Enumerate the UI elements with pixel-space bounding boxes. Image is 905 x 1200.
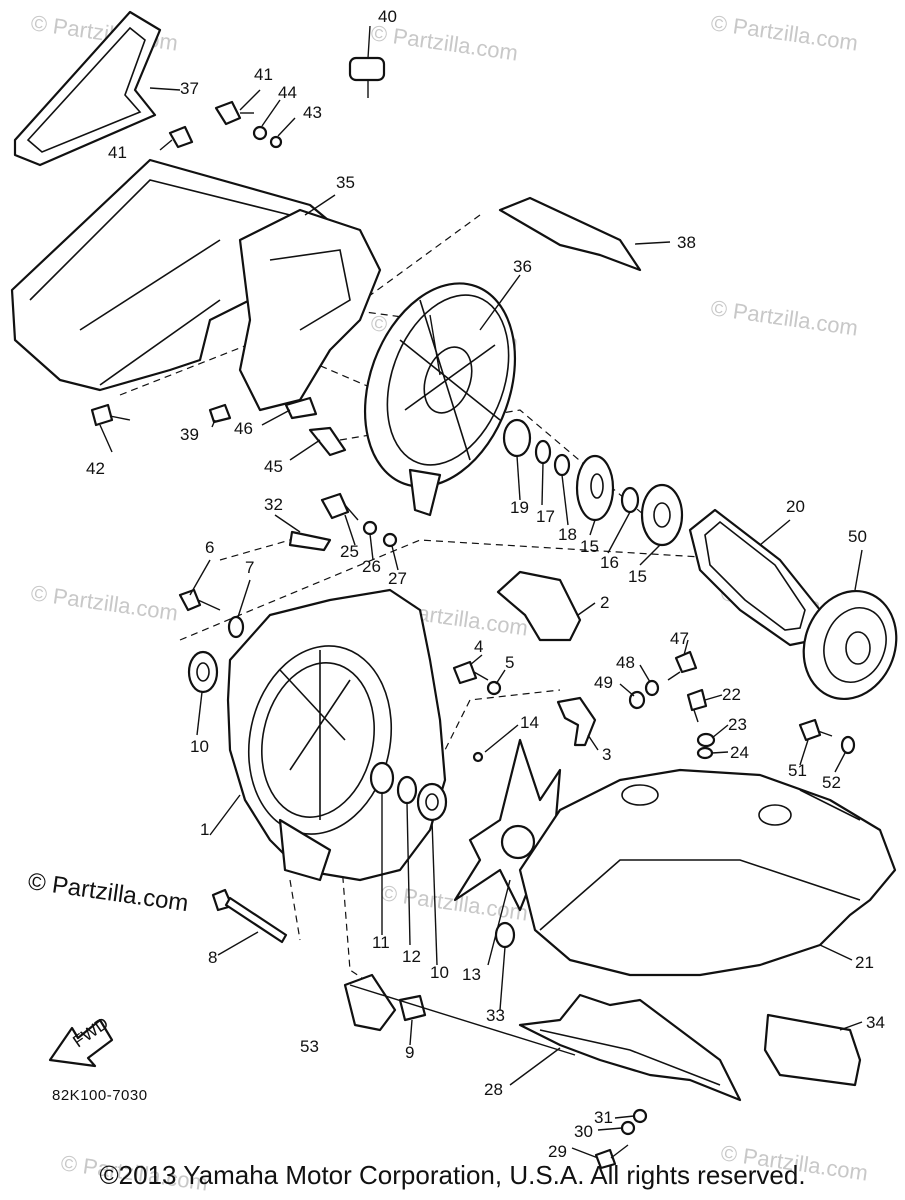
gasket-37 (13, 10, 162, 167)
leader-lines (99, 25, 863, 1159)
callout-10-right: 10 (430, 963, 449, 982)
callout-47: 47 (670, 629, 689, 648)
callout-33: 33 (486, 1006, 505, 1025)
callout-14: 14 (520, 713, 539, 732)
cover-plate-35 (238, 208, 382, 412)
watermark: © Partzilla.com (29, 580, 179, 625)
callout-5: 5 (505, 653, 514, 672)
watermark: © Partzilla.com (379, 880, 529, 925)
callout-42: 42 (86, 459, 105, 478)
deflector-28 (518, 993, 742, 1102)
callout-27: 27 (388, 569, 407, 588)
callout-23: 23 (728, 715, 747, 734)
callout-12: 12 (402, 947, 421, 966)
bracket-2 (496, 570, 582, 642)
callout-51: 51 (788, 761, 807, 780)
copyright-footer: ©2013 Yamaha Motor Corporation, U.S.A. A… (99, 1160, 806, 1190)
callout-21: 21 (855, 953, 874, 972)
callout-53: 53 (300, 1037, 319, 1056)
callout-20: 20 (786, 497, 805, 516)
pad-34 (763, 1013, 862, 1087)
callout-49: 49 (594, 673, 613, 692)
callout-25: 25 (340, 542, 359, 561)
lower-cover-21 (518, 768, 897, 977)
top-hardware (90, 100, 283, 427)
callout-22: 22 (722, 685, 741, 704)
callout-3: 3 (602, 745, 611, 764)
callout-50: 50 (848, 527, 867, 546)
callout-41-left: 41 (108, 143, 127, 162)
callout-9: 9 (405, 1043, 414, 1062)
callout-48: 48 (616, 653, 635, 672)
mid-hardware (452, 660, 597, 763)
callout-38: 38 (677, 233, 696, 252)
pulley-50 (802, 589, 898, 701)
callout-32: 32 (264, 495, 283, 514)
clip-hardware (208, 396, 398, 552)
callout-1: 1 (200, 820, 209, 839)
watermark: © Partzilla.com (369, 20, 519, 65)
callout-26: 26 (362, 557, 381, 576)
callout-36: 36 (513, 257, 532, 276)
watermark: © Partzilla.com (709, 295, 859, 340)
recoil-starter-36 (363, 282, 517, 517)
upper-air-duct (10, 158, 342, 392)
callout-10-left: 10 (190, 737, 209, 756)
far-right-hardware (798, 718, 856, 755)
callout-16: 16 (600, 553, 619, 572)
bearings (369, 761, 448, 822)
drawing-code: 82K100-7030 (52, 1087, 148, 1104)
deflector-hardware (594, 1108, 648, 1170)
callout-43: 43 (303, 103, 322, 122)
callout-17: 17 (536, 507, 555, 526)
callout-15-b: 15 (628, 567, 647, 586)
callout-41-top: 41 (254, 65, 273, 84)
callout-28: 28 (484, 1080, 503, 1099)
callout-7: 7 (245, 558, 254, 577)
callout-35: 35 (336, 173, 355, 192)
callout-8: 8 (208, 948, 217, 967)
callout-39: 39 (180, 425, 199, 444)
callout-24: 24 (730, 743, 749, 762)
fan-housing-1 (226, 588, 447, 882)
strip-38 (498, 196, 642, 272)
callout-13: 13 (462, 965, 481, 984)
sensor-40 (348, 56, 386, 98)
callout-34: 34 (866, 1013, 885, 1032)
callout-30: 30 (574, 1122, 593, 1141)
belt-20 (688, 508, 822, 647)
callout-4: 4 (474, 637, 483, 656)
grommet-33 (494, 921, 516, 949)
right-hardware (628, 650, 716, 760)
callout-29: 29 (548, 1142, 567, 1161)
callout-37: 37 (180, 79, 199, 98)
callout-11: 11 (372, 933, 390, 952)
callout-15-a: 15 (580, 537, 599, 556)
callout-19: 19 (510, 498, 529, 517)
callout-31: 31 (594, 1108, 613, 1127)
callout-40: 40 (378, 7, 397, 26)
fwd-arrow-icon: FWD (48, 1014, 114, 1068)
callout-46: 46 (234, 419, 253, 438)
callout-44: 44 (278, 83, 297, 102)
callout-2: 2 (600, 593, 609, 612)
callout-18: 18 (558, 525, 577, 544)
bottom-left-parts (343, 973, 427, 1032)
watermark: © Partzilla.com (709, 10, 859, 55)
callout-45: 45 (264, 457, 283, 476)
callout-6: 6 (205, 538, 214, 557)
pulley-stack (502, 418, 684, 547)
bolt-8 (211, 888, 288, 944)
callout-52: 52 (822, 773, 841, 792)
callout-labels: 1 2 3 4 5 6 7 8 9 10 10 11 12 13 14 15 1… (86, 7, 885, 1161)
left-hardware (178, 588, 245, 694)
